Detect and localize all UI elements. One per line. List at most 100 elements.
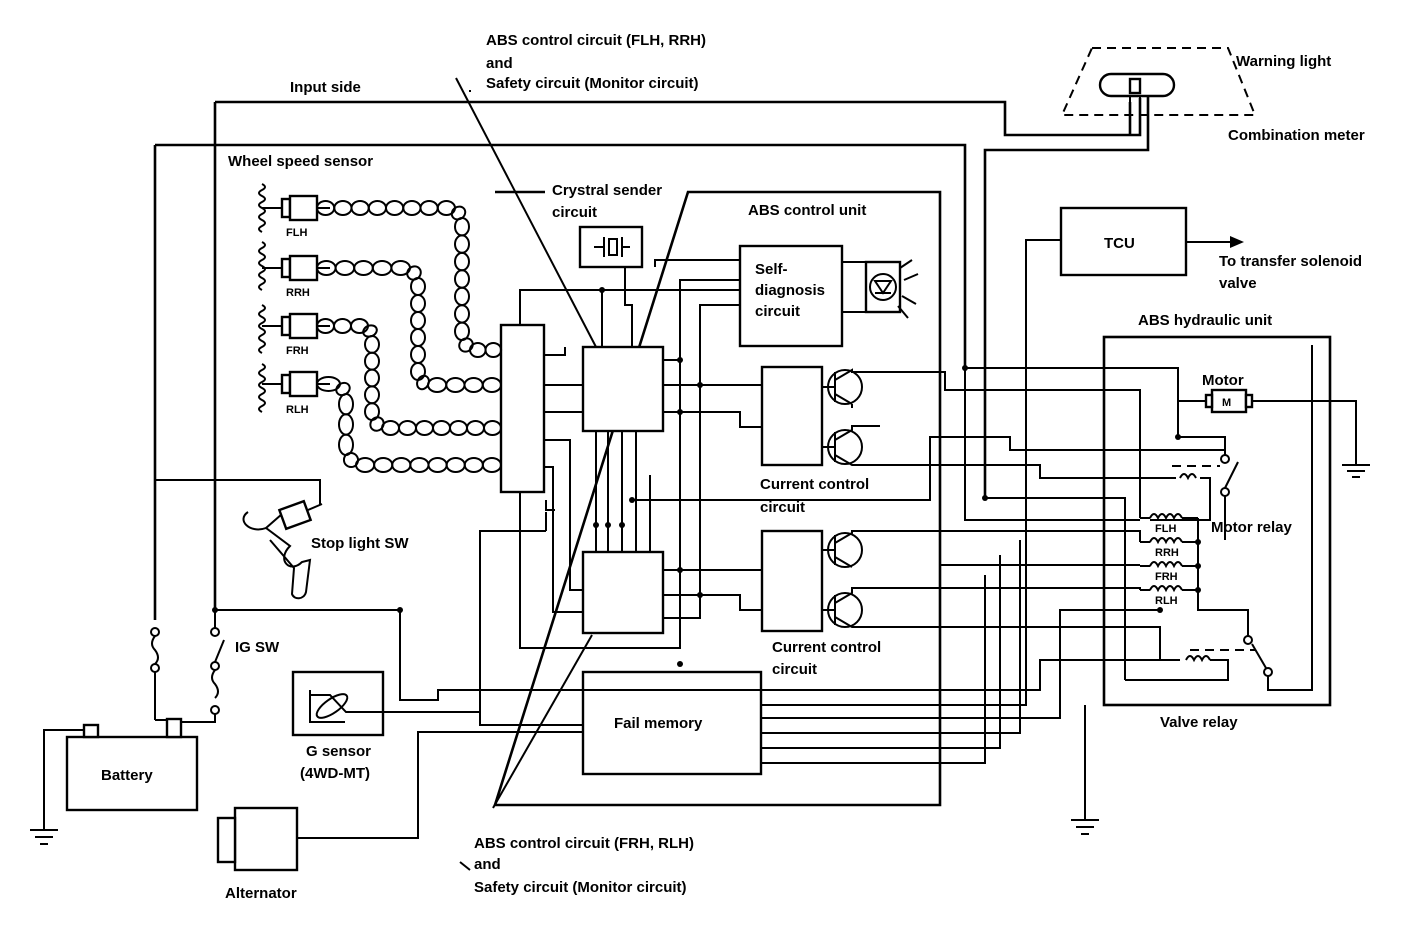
g-sensor-label: G sensor (4WD-MT) <box>300 743 371 782</box>
tcu-label: TCU <box>1104 235 1135 252</box>
fuse-icon <box>150 627 160 720</box>
current-control-block-bottom <box>760 529 824 633</box>
svg-text:circuit: circuit <box>772 661 817 678</box>
output-wiring <box>761 365 1225 764</box>
svg-text:ABS control circuit (FLH, RRH): ABS control circuit (FLH, RRH) <box>486 32 706 49</box>
wheel-speed-sensor-rlh: RLH <box>258 363 330 416</box>
harness-twist <box>463 457 484 473</box>
solenoid-coil-flh: FLH <box>1140 513 1198 535</box>
harness-twist <box>391 457 412 473</box>
leader-line-top-a <box>455 77 609 371</box>
current-control-block-top <box>760 365 824 467</box>
svg-text:FLH: FLH <box>286 227 307 239</box>
valve-relay-label: Valve relay <box>1160 714 1238 731</box>
stop-light-switch-icon <box>242 499 323 600</box>
abs-control-unit-box <box>493 190 942 807</box>
svg-text:Crystral sender: Crystral sender <box>552 182 662 199</box>
self-diagnosis-label: Self- diagnosis circuit <box>755 261 825 320</box>
harness-twist <box>364 385 380 405</box>
harness-twist <box>364 335 380 354</box>
harness-twist <box>432 420 451 436</box>
svg-text:FLH: FLH <box>1155 523 1176 535</box>
wheel-speed-sensor-rrh: RRH <box>258 241 330 299</box>
harness-twist <box>410 328 426 347</box>
harness-twist <box>427 377 448 393</box>
g-sensor-icon <box>291 670 481 737</box>
svg-text:Self-: Self- <box>755 261 788 278</box>
svg-text:valve: valve <box>1219 275 1257 292</box>
sensor-harnesses <box>316 200 503 473</box>
ig-to-ecu-wire <box>215 609 770 701</box>
svg-text:RLH: RLH <box>1155 595 1178 607</box>
fail-memory-label: Fail memory <box>614 715 703 732</box>
svg-text:circuit: circuit <box>552 204 597 221</box>
svg-text:Safety circuit (Monitor circui: Safety circuit (Monitor circuit) <box>486 75 699 92</box>
ig-sw-label: IG SW <box>235 639 280 656</box>
svg-text:circuit: circuit <box>755 303 800 320</box>
solenoid-coil-rlh: RLH <box>1140 585 1198 607</box>
cpu-block-bottom <box>581 550 665 635</box>
crystal-oscillator-block <box>578 225 644 269</box>
svg-text:Safety circuit (Monitor circui: Safety circuit (Monitor circuit) <box>474 879 687 896</box>
svg-text:ABS control circuit (FRH, RLH): ABS control circuit (FRH, RLH) <box>474 835 694 852</box>
tcu-wire <box>761 239 1061 706</box>
cpu-block-top <box>581 345 665 433</box>
ground-icon <box>1071 705 1099 835</box>
motor-relay-label: Motor relay <box>1211 519 1293 536</box>
battery-label: Battery <box>101 767 153 784</box>
harness-twist <box>483 420 502 436</box>
power-bus-wire <box>155 143 967 368</box>
crystal-icon <box>594 237 630 257</box>
input-side-label: Input side <box>290 79 361 96</box>
diagnosis-led-icon <box>842 259 919 319</box>
harness-twist <box>454 251 470 272</box>
harness-twist <box>454 269 470 289</box>
harness-twist <box>454 234 470 254</box>
svg-text:and: and <box>486 55 513 72</box>
harness-twist <box>410 311 426 330</box>
warning-light-wire <box>983 95 1150 498</box>
internal-bus-wiring <box>479 259 940 726</box>
harness-twist <box>410 345 426 364</box>
harness-twist <box>410 277 426 296</box>
transistor-icon <box>822 530 940 568</box>
harness-twist <box>445 457 466 473</box>
svg-text:and: and <box>474 856 501 873</box>
svg-text:diagnosis: diagnosis <box>755 282 825 299</box>
svg-text:G sensor: G sensor <box>306 743 371 760</box>
svg-text:Current control: Current control <box>760 476 869 493</box>
svg-text:circuit: circuit <box>760 499 805 516</box>
harness-twist <box>481 457 502 473</box>
crystal-sender-label: Crystral sender circuit <box>552 182 662 221</box>
alternator-icon <box>216 731 583 872</box>
harness-twist <box>409 457 430 473</box>
harness-twist <box>449 420 468 436</box>
abs-control-circuit-bottom-label: ABS control circuit (FRH, RLH) and Safet… <box>474 835 694 896</box>
svg-text:RRH: RRH <box>286 287 310 299</box>
harness-twist <box>355 457 376 473</box>
wheel-speed-sensor-label: Wheel speed sensor <box>228 153 373 170</box>
warning-light-label: Warning light <box>1236 53 1331 70</box>
harness-twist <box>381 420 400 436</box>
current-control-label-bottom: Current control circuit <box>772 639 881 678</box>
battery-icon <box>30 717 199 845</box>
harness-twist <box>367 200 387 216</box>
current-control-label-top: Current control circuit <box>760 476 869 516</box>
abs-control-unit-label: ABS control unit <box>748 202 866 219</box>
harness-twist <box>484 342 503 358</box>
svg-text:To transfer solenoid: To transfer solenoid <box>1219 253 1362 270</box>
arrow-right-icon <box>1186 236 1244 248</box>
svg-text:(4WD-MT): (4WD-MT) <box>300 765 370 782</box>
svg-text:M: M <box>1222 397 1231 409</box>
abs-hydraulic-unit-label: ABS hydraulic unit <box>1138 312 1272 329</box>
harness-twist <box>427 457 448 473</box>
harness-twist <box>402 200 422 216</box>
harness-twist <box>454 216 470 237</box>
harness-twist <box>350 200 370 216</box>
junction-dots-coils <box>1157 434 1201 613</box>
transistor-icon <box>822 587 940 628</box>
svg-text:RLH: RLH <box>286 404 309 416</box>
harness-twist <box>445 377 466 393</box>
harness-twist <box>364 368 380 388</box>
